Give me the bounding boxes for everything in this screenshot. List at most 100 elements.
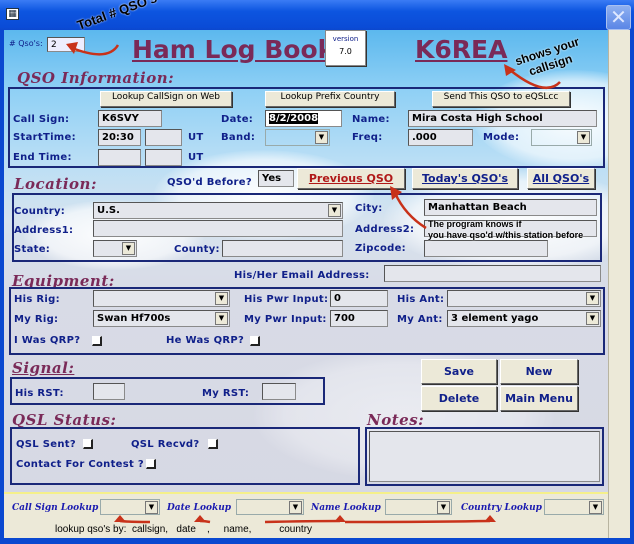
end-time-label: End Time:: [13, 152, 72, 163]
my-rig-select[interactable]: Swan Hf700s▼: [93, 310, 230, 327]
date-lookup-select[interactable]: ▼: [236, 499, 304, 515]
qsl-status-panel: [10, 427, 360, 485]
form-icon[interactable]: ▦: [6, 8, 19, 20]
country-select[interactable]: U.S. ▼: [93, 202, 343, 219]
his-pwr-label: His Pwr Input:: [244, 294, 329, 305]
send-eqsl-button[interactable]: Send This QSO to eQSLcc: [432, 91, 570, 107]
county-field[interactable]: [222, 240, 343, 257]
i-was-qrp-checkbox[interactable]: [92, 336, 102, 346]
program-knows-line1: The program knows if: [428, 219, 522, 229]
section-qsl-status: QSL Status:: [12, 411, 117, 429]
my-pwr-field[interactable]: 700: [330, 310, 388, 327]
name-label: Name:: [352, 114, 390, 125]
qso-count-field: 2: [47, 37, 85, 52]
previous-qso-button[interactable]: Previous QSO: [297, 168, 405, 189]
freq-label: Freq:: [352, 132, 383, 143]
close-icon: ✕: [610, 5, 627, 29]
chevron-down-icon[interactable]: ▼: [586, 312, 599, 325]
i-was-qrp-label: I Was QRP?: [14, 335, 81, 346]
chevron-down-icon[interactable]: ▼: [577, 131, 590, 144]
address2-label: Address2:: [355, 224, 415, 235]
he-was-qrp-checkbox[interactable]: [250, 336, 260, 346]
his-ant-label: His Ant:: [397, 294, 445, 305]
section-location: Location:: [14, 175, 97, 193]
state-select[interactable]: ▼: [93, 240, 137, 257]
chevron-down-icon[interactable]: ▼: [437, 501, 450, 514]
qsl-recvd-checkbox[interactable]: [208, 439, 218, 449]
chevron-down-icon[interactable]: ▼: [215, 312, 228, 325]
qso-count-label: # Qso's:: [9, 39, 43, 48]
mode-label: Mode:: [483, 132, 520, 143]
chevron-down-icon[interactable]: ▼: [589, 501, 602, 514]
lookup-prefix-country-button[interactable]: Lookup Prefix Country: [265, 91, 395, 107]
section-equipment: Equipment:: [12, 272, 115, 290]
country-value: U.S.: [97, 205, 120, 216]
save-button[interactable]: Save: [421, 359, 497, 384]
contest-checkbox[interactable]: [146, 459, 156, 469]
band-select[interactable]: ▼: [265, 129, 330, 146]
his-ant-select[interactable]: ▼: [447, 290, 601, 307]
chevron-down-icon[interactable]: ▼: [289, 501, 302, 514]
qsl-sent-checkbox[interactable]: [83, 439, 93, 449]
chevron-down-icon[interactable]: ▼: [328, 204, 341, 217]
zipcode-label: Zipcode:: [355, 243, 406, 254]
delete-button[interactable]: Delete: [421, 386, 497, 411]
address1-label: Address1:: [14, 225, 74, 236]
my-rig-label: My Rig:: [14, 314, 59, 325]
main-menu-button[interactable]: Main Menu: [500, 386, 578, 411]
lookup-bar: Call Sign Lookup ▼ Date Lookup ▼ Name Lo…: [4, 492, 608, 538]
lookup-callsign-web-button[interactable]: Lookup CallSign on Web: [100, 91, 232, 107]
program-knows-line2: you have qso'd w/this station before: [428, 230, 584, 240]
title-bar: ▦ ✕: [0, 0, 634, 30]
his-rst-field[interactable]: [93, 383, 125, 400]
callsign-lookup-select[interactable]: ▼: [100, 499, 160, 515]
chevron-down-icon[interactable]: ▼: [586, 292, 599, 305]
qso-information-panel: [8, 87, 605, 168]
notes-field[interactable]: [369, 431, 600, 482]
email-field[interactable]: [384, 265, 601, 282]
equipment-panel: [9, 287, 605, 355]
date-lookup-label: Date Lookup: [167, 503, 232, 513]
call-sign-field[interactable]: K6SVY: [98, 110, 162, 127]
email-label: His/Her Email Address:: [234, 270, 370, 281]
my-rst-field[interactable]: [262, 383, 296, 400]
all-qsos-button[interactable]: All QSO's: [527, 168, 595, 189]
start-time-secondary-field[interactable]: [145, 129, 182, 146]
section-signal: Signal:: [12, 359, 75, 377]
callsign-lookup-label: Call Sign Lookup: [12, 503, 99, 513]
name-lookup-select[interactable]: ▼: [385, 499, 452, 515]
freq-field[interactable]: .000: [408, 129, 473, 146]
name-lookup-label: Name Lookup: [311, 503, 381, 513]
start-time-field[interactable]: 20:30: [98, 129, 141, 146]
city-field[interactable]: Manhattan Beach: [424, 199, 597, 216]
lookup-hint-annotation: lookup qso's by: callsign, date , name, …: [55, 524, 313, 535]
ut-label: UT: [188, 132, 204, 143]
qso-form: # Qso's: 2 Ham Log Book version 7.0 K6RE…: [4, 30, 608, 538]
ut-label: UT: [188, 152, 204, 163]
chevron-down-icon[interactable]: ▼: [122, 242, 135, 255]
country-lookup-label: Country Lookup: [461, 503, 542, 513]
address1-field[interactable]: [93, 220, 343, 237]
mode-select[interactable]: ▼: [531, 129, 592, 146]
my-ant-select[interactable]: 3 element yago▼: [447, 310, 601, 327]
chevron-down-icon[interactable]: ▼: [145, 501, 158, 514]
contest-label: Contact For Contest ?: [16, 459, 144, 470]
his-rig-select[interactable]: ▼: [93, 290, 230, 307]
end-time-secondary-field[interactable]: [145, 149, 182, 166]
right-scroll-strip: [608, 30, 630, 538]
band-label: Band:: [221, 132, 256, 143]
chevron-down-icon[interactable]: ▼: [315, 131, 328, 144]
section-qso-information: QSO Information:: [17, 69, 175, 87]
chevron-down-icon[interactable]: ▼: [215, 292, 228, 305]
end-time-field[interactable]: [98, 149, 141, 166]
date-field[interactable]: 8/2/2008: [265, 110, 342, 127]
todays-qsos-button[interactable]: Today's QSO's: [412, 168, 518, 189]
country-label: Country:: [14, 206, 66, 217]
my-rst-label: My RST:: [202, 388, 250, 399]
his-pwr-field[interactable]: 0: [330, 290, 388, 307]
country-lookup-select[interactable]: ▼: [544, 499, 604, 515]
name-field[interactable]: Mira Costa High School: [408, 110, 597, 127]
new-button[interactable]: New: [500, 359, 578, 384]
zipcode-field[interactable]: [424, 240, 548, 257]
close-button[interactable]: ✕: [606, 5, 631, 30]
